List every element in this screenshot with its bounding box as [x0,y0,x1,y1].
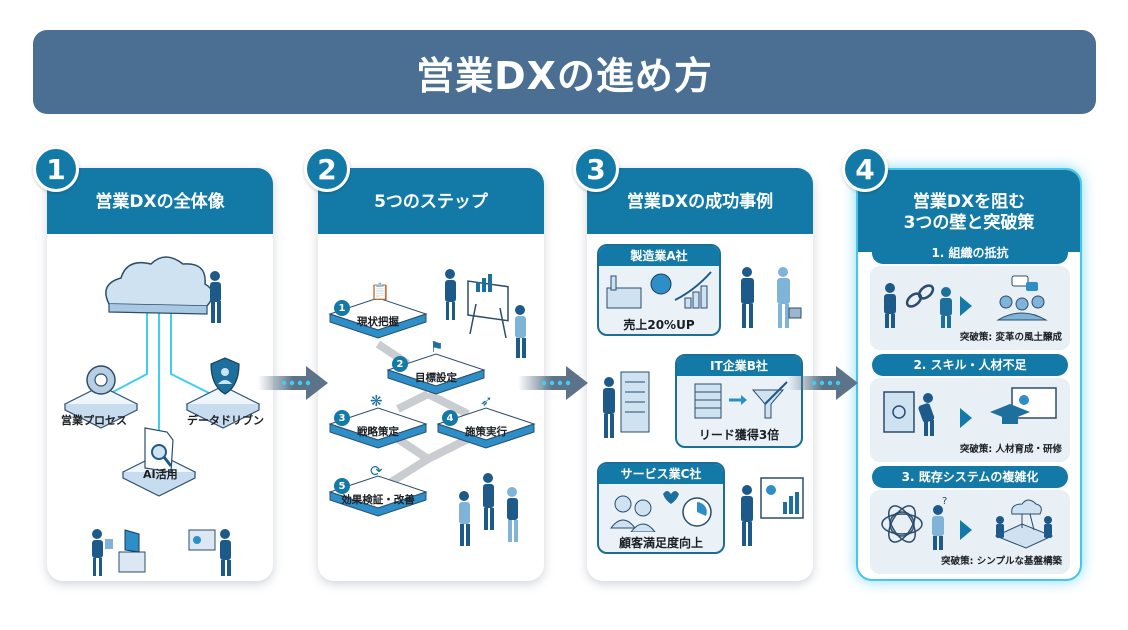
person-screen-figure [188,529,231,576]
play-arrow-icon [960,408,972,428]
panel-title-line1: 営業DXを阻む [912,191,1026,212]
step-number-badge: 1 [33,146,79,192]
step-item: 2 ⚑ 目標設定 [384,338,488,398]
case-result: 売上20%UP [623,318,695,332]
step-plate [328,475,428,517]
presentation-board-icon [467,274,509,339]
cloud-icon [105,256,214,315]
flow-arrow-icon [788,366,858,400]
step-item: 3 ❋ 戦略策定 [326,392,430,452]
step-number-badge: 3 [573,146,619,192]
step-plate [436,407,536,449]
case-company: サービス業C社 [599,464,723,484]
step-number-badge: 2 [304,146,350,192]
title-banner: 営業DXの進め方 [33,30,1096,114]
step-label: 効果検証・改善 [341,494,415,506]
wall-card: ? 突破策: シンプルな基盤構築 [870,490,1070,574]
step-number: 1 [334,300,350,316]
step-plate [328,297,428,339]
panel-title: 5つのステップ [318,168,544,234]
step-label: 施策実行 [465,426,507,438]
wall-solution: 突破策: 変革の風土醸成 [959,332,1062,343]
gear-icon [63,365,139,429]
case-card: 製造業A社 売上20%UP [597,244,721,336]
wall-title: 1. 組織の抵抗 [872,242,1068,264]
step-number: 5 [334,478,350,494]
step-number-badge: 4 [842,146,888,192]
panel-overview: 1 営業DXの全体像 [33,146,273,581]
panel-three-walls: 4 営業DXを阻む 3つの壁と突破策 1. 組織の抵抗 突破策: 変革の風土醸成… [842,146,1082,581]
flag-target-icon: ⚑ [430,338,444,356]
step-item: 4 ➶ 施策実行 [434,392,538,452]
case-card: サービス業C社 顧客満足度向上 [597,462,725,554]
step-label: 現状把握 [357,316,399,328]
document-search-icon [121,427,197,497]
clipboard-icon: 📋 [370,282,390,301]
panel-title: 営業DXの全体像 [47,168,273,234]
presenter-figures [445,269,526,358]
overview-illustration [63,256,261,576]
rocket-icon: ➶ [480,392,493,410]
complexity-to-simple-icon: ? [881,496,1054,550]
person-tablet-figure [92,529,113,576]
wall-title: 3. 既存システムの複雑化 [872,466,1068,488]
wall-card: 突破策: 変革の風土醸成 [870,266,1070,350]
panel-title: 営業DXの成功事例 [587,168,813,234]
wall-solution: 突破策: 人材育成・研修 [959,444,1062,455]
page-title: 営業DXの進め方 [416,53,713,98]
step-label: 戦略策定 [357,426,399,438]
wall-title: 2. スキル・人材不足 [872,354,1068,376]
presenter-chart-figure [741,477,804,546]
flow-arrow-icon [258,366,328,400]
step-label: 目標設定 [415,372,457,384]
label-ai-usage: AI活用 [143,468,178,481]
case-company: IT企業B社 [677,356,801,376]
database-funnel-icon [694,381,788,419]
label-sales-process: 営業プロセス [61,414,127,427]
customers-stopwatch-icon [609,491,712,532]
step-number: 2 [392,356,408,372]
step-plate [386,353,486,395]
case-card: IT企業B社 リード獲得3倍 [675,354,803,448]
wall-card: 突破策: 人材育成・研修 [870,378,1070,462]
case-company: 製造業A社 [599,246,719,266]
step-item: 5 ⟳ 効果検証・改善 [326,462,430,520]
play-arrow-icon [960,296,972,316]
step-number: 4 [442,410,458,426]
handshake-figures [741,267,802,328]
team-discussion-figures [459,473,518,546]
brain-icon: ❋ [370,392,383,410]
cycle-icon: ⟳ [370,462,383,480]
step-item: 1 📋 現状把握 [326,282,430,342]
case-result: 顧客満足度向上 [618,536,703,550]
resistance-to-team-icon [884,275,1048,328]
step-number: 3 [334,410,350,426]
panel-five-steps: 2 5つのステップ 1 📋 現状把握 [304,146,544,581]
svg-text:?: ? [942,496,947,507]
play-arrow-icon [960,520,972,540]
wall-solution: 突破策: シンプルな基盤構築 [941,556,1062,567]
skill-gap-to-training-icon [883,387,1057,436]
step-plate [328,407,428,449]
panel-title-line2: 3つの壁と突破策 [903,213,1035,233]
flow-arrow-icon [518,366,588,400]
person-figure [210,271,221,323]
factory-growth-icon [606,271,712,309]
shield-user-icon [185,357,261,429]
label-data-driven: データドリブン [187,414,264,427]
server-person-figure [603,371,650,438]
case-result: リード獲得3倍 [698,428,780,442]
computer-terminal-icon [118,529,146,573]
panel-title: 営業DXを阻む 3つの壁と突破策 [858,170,1080,252]
panel-success-cases: 3 営業DXの成功事例 製造業A社 売上20%UP IT企業B社 [573,146,813,581]
